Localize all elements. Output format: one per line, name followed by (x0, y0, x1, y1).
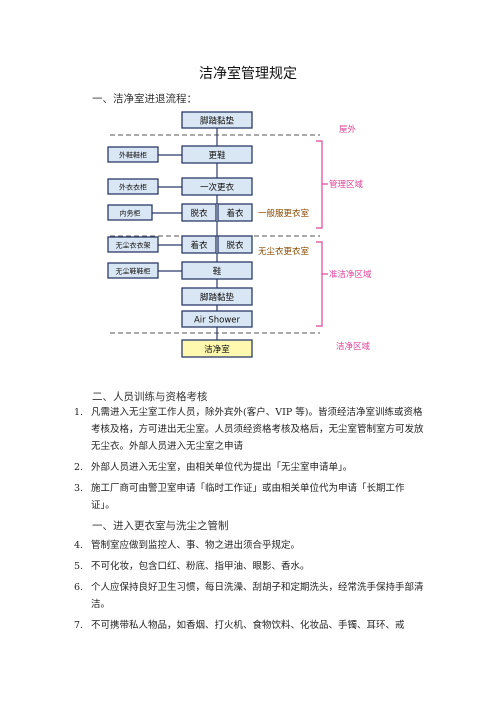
step-air-shower: Air Shower (181, 310, 253, 328)
svg-text:脱衣: 脱衣 (190, 208, 208, 219)
step-clean-room: 洁净室 (181, 339, 253, 358)
brace-managed (316, 140, 323, 229)
list-item: 1. 凡需进入无尘室工作人员，除外宾外(客户、VIP 等)。皆须经洁净室训练或资… (74, 407, 424, 452)
step-change-shoes: 更鞋 (181, 145, 253, 164)
list-item: 2. 外部人员进入无尘室，由相关单位代为提出「无尘室申请单」。 (74, 462, 353, 473)
step-sticky-mat-bottom: 脚踏黏垫 (181, 287, 253, 306)
svg-text:无尘衣衣架: 无尘衣衣架 (116, 241, 151, 250)
zone-label-clean: 洁净区域 (336, 341, 371, 352)
brace-quasi (316, 241, 323, 327)
svg-text:更鞋: 更鞋 (208, 150, 226, 161)
zone-label-outdoor: 屋外 (339, 124, 357, 135)
list-item: 4. 管制室应做到监控人、事、物之进出须合乎规定。 (74, 540, 301, 551)
side-coat-cabinet: 外衣衣柜 (107, 178, 159, 195)
label-general-changing-room: 一般服更衣室 (258, 208, 310, 219)
step-undress-1: 脱衣 (181, 203, 217, 222)
step-shoes: 鞋 (181, 261, 253, 280)
svg-text:内务柜: 内务柜 (120, 209, 141, 218)
step-first-change: 一次更衣 (181, 177, 253, 196)
section-heading-flow: 一、洁净室进退流程： (92, 93, 197, 105)
step-dress-1: 着衣 (217, 203, 253, 222)
zone-label-quasi-clean: 准洁净区域 (329, 269, 372, 280)
step-undress-2: 脱衣 (217, 235, 253, 254)
step-dress-2: 着衣 (181, 235, 217, 254)
label-dustfree-changing-room: 无尘衣更衣室 (258, 246, 310, 257)
svg-text:外衣衣柜: 外衣衣柜 (119, 183, 147, 192)
list-item: 5. 不可化妆，包含口红、粉底、指甲油、眼影、香水。 (74, 561, 310, 572)
svg-text:一次更衣: 一次更衣 (200, 182, 235, 193)
side-dustfree-shoe-cabinet: 无尘鞋鞋柜 (107, 262, 159, 279)
side-inner-cabinet: 内务柜 (107, 204, 153, 221)
zone-label-managed: 管理区域 (329, 179, 364, 190)
list-item: 7. 不可携带私人物品，如香烟、打火机、食物饮料、化妆品、手镯、耳环、戒 (74, 620, 405, 631)
page-title: 洁净室管理规定 (199, 66, 297, 82)
svg-text:脚踏黏垫: 脚踏黏垫 (200, 116, 235, 127)
side-dustfree-rack: 无尘衣衣架 (107, 236, 159, 253)
list-item: 6. 个人应保持良好卫生习惯，每日洗澡、刮胡子和定期洗头，经常洗手保持手部清洁。 (74, 582, 424, 610)
step-sticky-mat-top: 脚踏黏垫 (181, 111, 253, 129)
flow-diagram: 脚踏黏垫 更鞋 一次更衣 脱衣 着衣 着衣 脱衣 鞋 脚踏黏垫 Air Show… (107, 111, 372, 358)
svg-text:洁净室: 洁净室 (204, 344, 230, 355)
svg-text:鞋: 鞋 (213, 266, 222, 277)
svg-text:脚踏黏垫: 脚踏黏垫 (200, 292, 235, 303)
svg-text:脱衣: 脱衣 (226, 240, 244, 251)
svg-text:着衣: 着衣 (190, 240, 208, 251)
list-item: 3. 施工厂商可由警卫室申请「临时工作证」或由相关单位代为申请「长期工作证」。 (74, 483, 405, 511)
svg-text:着衣: 着衣 (226, 208, 244, 219)
svg-text:无尘鞋鞋柜: 无尘鞋鞋柜 (116, 267, 151, 276)
side-shoe-cabinet: 外鞋鞋柜 (107, 146, 159, 163)
section-heading-changing-control: 一、进入更衣室与洗尘之管制 (92, 520, 229, 532)
section-heading-training: 二、人员训练与资格考核 (92, 391, 208, 403)
svg-text:Air Shower: Air Shower (194, 316, 241, 326)
svg-text:外鞋鞋柜: 外鞋鞋柜 (119, 151, 147, 160)
